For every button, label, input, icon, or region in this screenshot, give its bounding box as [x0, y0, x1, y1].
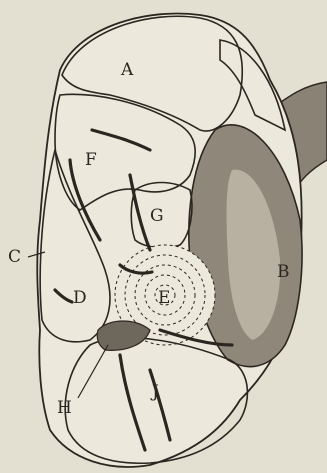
label-J: J: [150, 382, 159, 402]
label-H: H: [57, 398, 72, 418]
label-F: F: [85, 150, 97, 170]
label-C: C: [8, 247, 21, 267]
label-A: A: [120, 60, 134, 80]
label-D: D: [73, 288, 87, 308]
label-E: E: [158, 288, 170, 308]
label-G: G: [150, 206, 164, 226]
label-B: B: [277, 262, 290, 282]
